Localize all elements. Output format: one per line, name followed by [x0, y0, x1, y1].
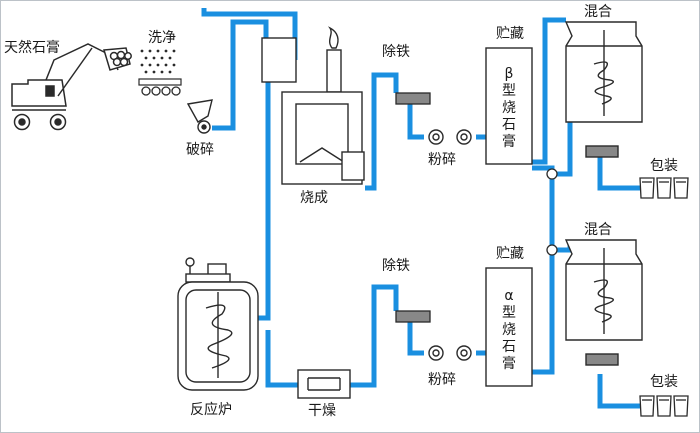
alpha-char: 烧 [502, 322, 516, 338]
pipe-crusher-out [212, 19, 269, 131]
beta-char: 型 [502, 83, 516, 99]
dryer-icon [297, 369, 351, 399]
label-dry: 干燥 [308, 403, 336, 419]
label-mix-top: 混合 [584, 4, 612, 20]
label-iron-removal-top: 除铁 [382, 44, 410, 60]
label-reactor: 反应炉 [190, 402, 232, 418]
pipe-feed-top [201, 8, 298, 60]
label-pack-top: 包装 [650, 158, 678, 174]
label-wash: 洗净 [148, 30, 176, 46]
beta-char: 烧 [502, 100, 516, 116]
label-mix-bottom: 混合 [584, 222, 612, 238]
label-grind-bottom: 粉碎 [428, 372, 456, 388]
pipe-store-top-out [532, 17, 566, 165]
loader-truck-icon [11, 43, 132, 131]
alpha-char: 膏 [502, 356, 516, 372]
pipe-mix-top-out [597, 156, 640, 191]
grinder-top-icon [428, 129, 472, 145]
pipe-reactor-out [265, 330, 298, 388]
label-grind-top: 粉碎 [428, 152, 456, 168]
pipe-dry-out [350, 284, 399, 388]
label-storage-top: 贮藏 [496, 26, 524, 42]
mixer-bottom-icon [564, 239, 643, 366]
pipe-trunk [532, 165, 555, 375]
pipe-iron-top-down [407, 104, 424, 140]
beta-char: 石 [502, 117, 516, 133]
label-pack-bottom: 包装 [650, 374, 678, 390]
storage-beta-box [485, 47, 533, 165]
crusher-icon [186, 99, 213, 134]
pipe-mix-bottom-out [597, 374, 640, 409]
label-calcine: 烧成 [300, 190, 328, 206]
junction-bottom [546, 244, 558, 256]
pipe-calcine-out [365, 72, 399, 191]
package-top-icon [639, 177, 689, 199]
calciner-icon [261, 26, 365, 185]
grinder-bottom-icon [428, 345, 472, 361]
label-alpha-gypsum: α 型 烧 石 膏 [501, 288, 517, 373]
beta-char: β [504, 66, 514, 82]
label-beta-gypsum: β 型 烧 石 膏 [501, 66, 517, 151]
junction-top [546, 168, 558, 180]
mixer-top-icon [564, 21, 643, 158]
alpha-char: 石 [502, 339, 516, 355]
pipe-reactor-up [258, 82, 271, 321]
label-iron-removal-bottom: 除铁 [382, 258, 410, 274]
storage-alpha-box [485, 267, 533, 387]
iron-removal-top-icon [395, 92, 431, 105]
label-natural-gypsum: 天然石膏 [4, 40, 60, 56]
label-storage-bottom: 贮藏 [496, 246, 524, 262]
reactor-icon [177, 257, 259, 391]
beta-char: 膏 [502, 134, 516, 150]
pipe-branch-top [552, 120, 573, 177]
package-bottom-icon [639, 395, 689, 417]
alpha-char: α [504, 288, 514, 304]
washer-icon [138, 49, 182, 96]
label-crush: 破碎 [186, 142, 214, 158]
iron-removal-bottom-icon [395, 310, 431, 323]
alpha-char: 型 [502, 305, 516, 321]
pipe-iron-bottom-down [407, 322, 424, 356]
